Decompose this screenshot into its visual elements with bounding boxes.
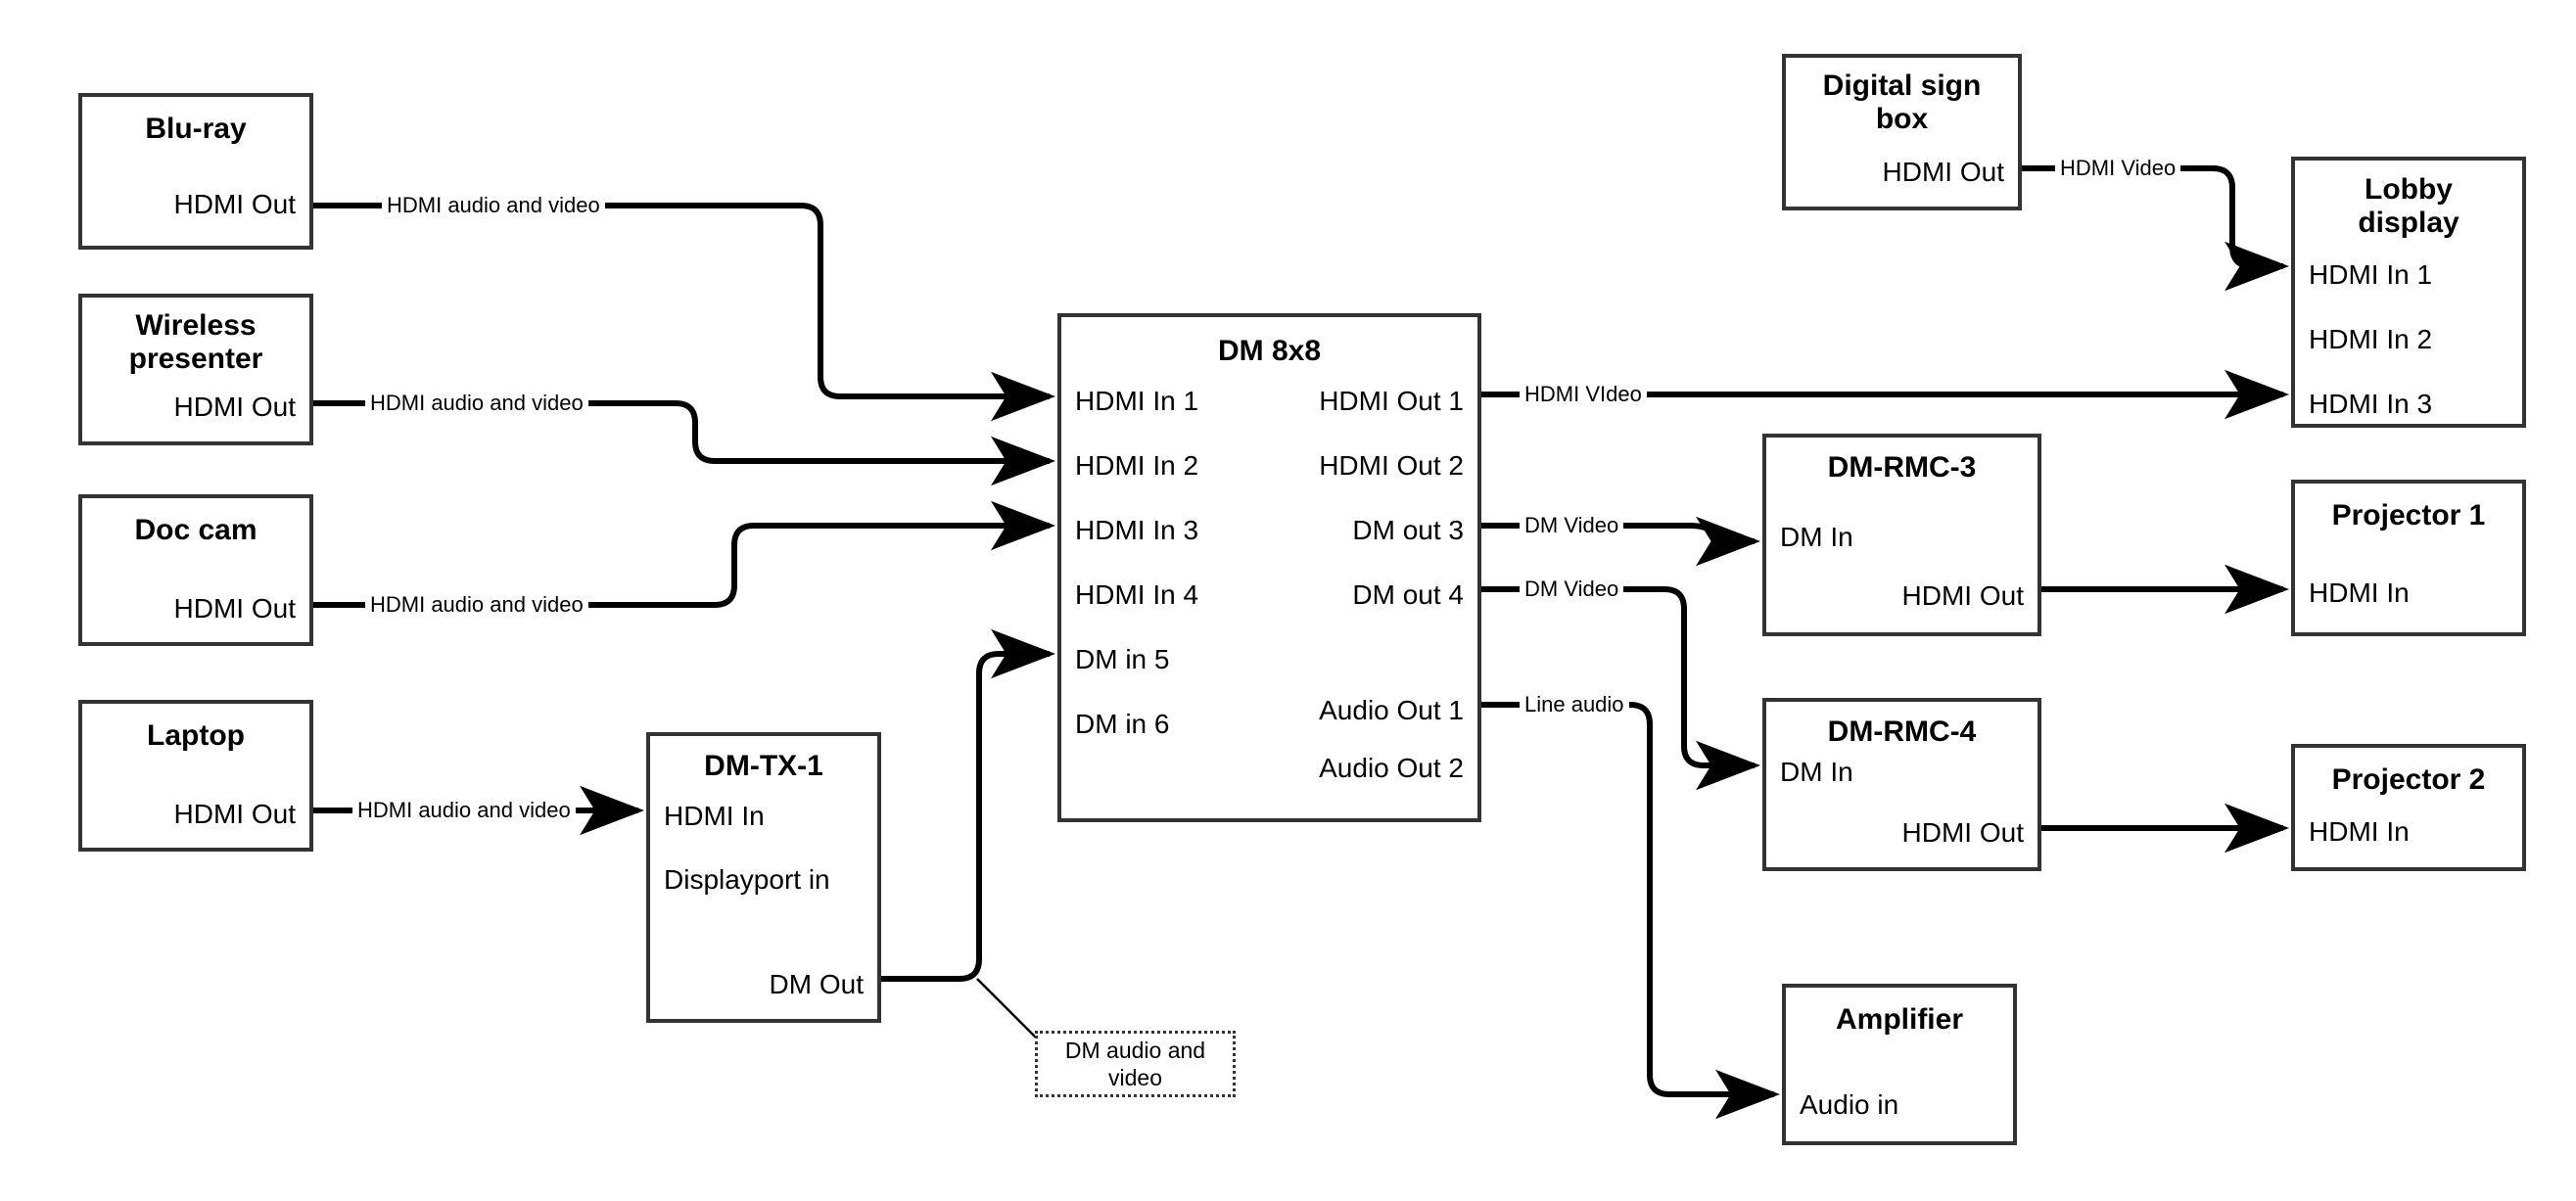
port-lobby-hdmi-in-1[interactable]: HDMI In 1: [2309, 259, 2433, 290]
node-lobby-display[interactable]: Lobby display HDMI In 1 HDMI In 2 HDMI I…: [2291, 157, 2526, 428]
wire-label-doccam: HDMI audio and video: [365, 594, 588, 616]
wire-bluray-to-hdmi-in-1: [313, 203, 1055, 422]
port-dm8x8-hdmi-in-2[interactable]: HDMI In 2: [1075, 450, 1199, 481]
node-doc-cam[interactable]: Doc cam HDMI Out: [78, 494, 313, 646]
note-dm-audio-and-video: DM audio and video: [1035, 1031, 1236, 1097]
wire-label-hdmi-out-1: HDMI VIdeo: [1520, 384, 1647, 405]
node-title-dm-rmc-3: DM-RMC-3: [1827, 451, 1977, 484]
node-projector-1[interactable]: Projector 1 HDMI In: [2291, 480, 2526, 636]
wire-digitalsign-to-lobby-hdmi-in-1: [2022, 165, 2289, 292]
node-projector-2[interactable]: Projector 2 HDMI In: [2291, 744, 2526, 871]
node-title-doc-cam: Doc cam: [134, 514, 258, 546]
port-dm8x8-audio-out-2[interactable]: Audio Out 2: [1319, 753, 1464, 783]
port-dmtx1-displayport-in[interactable]: Displayport in: [664, 864, 830, 895]
port-rmc4-hdmi-out[interactable]: HDMI Out: [1901, 817, 2024, 848]
port-projector-1-hdmi-in[interactable]: HDMI In: [2309, 577, 2410, 608]
wire-dm-out-4-to-rmc4: [1481, 586, 1760, 791]
wire-label-dm-out-4: DM Video: [1520, 578, 1624, 600]
node-title-dm-rmc-4: DM-RMC-4: [1827, 716, 1977, 748]
port-wireless-hdmi-out[interactable]: HDMI Out: [173, 392, 296, 422]
node-title-dm-8x8: DM 8x8: [1217, 335, 1322, 367]
wire-label-digitalsign: HDMI Video: [2055, 158, 2181, 179]
port-dm8x8-dm-in-5[interactable]: DM in 5: [1075, 644, 1170, 674]
port-digitalsign-hdmi-out[interactable]: HDMI Out: [1882, 157, 2004, 187]
port-dm8x8-audio-out-1[interactable]: Audio Out 1: [1319, 695, 1464, 725]
port-dm8x8-dm-in-6[interactable]: DM in 6: [1075, 709, 1170, 739]
node-title-digital-sign-box: Digital sign box: [1822, 69, 1982, 135]
node-dm-tx-1[interactable]: DM-TX-1 HDMI In Displayport in DM Out: [646, 732, 881, 1023]
port-dmtx1-dm-out[interactable]: DM Out: [769, 969, 864, 999]
wire-label-laptop: HDMI audio and video: [352, 800, 576, 821]
port-dm8x8-hdmi-in-1[interactable]: HDMI In 1: [1075, 386, 1199, 416]
node-dm-8x8[interactable]: DM 8x8 HDMI In 1 HDMI In 2 HDMI In 3 HDM…: [1057, 313, 1481, 822]
port-dm8x8-dm-out-4[interactable]: DM out 4: [1352, 579, 1464, 610]
port-dm8x8-hdmi-out-2[interactable]: HDMI Out 2: [1319, 450, 1464, 481]
port-dm8x8-dm-out-3[interactable]: DM out 3: [1352, 515, 1464, 545]
node-title-laptop: Laptop: [147, 719, 245, 752]
node-bluray[interactable]: Blu-ray HDMI Out: [78, 93, 313, 250]
node-title-projector-1: Projector 1: [2331, 499, 2486, 531]
port-lobby-hdmi-in-2[interactable]: HDMI In 2: [2309, 324, 2433, 354]
wire-dmtx1-to-dm-in-5: [881, 628, 1055, 982]
wire-label-dm-out-3: DM Video: [1520, 515, 1624, 536]
node-title-amplifier: Amplifier: [1835, 1003, 1964, 1036]
node-dm-rmc-3[interactable]: DM-RMC-3 DM In HDMI Out: [1762, 434, 2041, 636]
port-dm8x8-hdmi-in-4[interactable]: HDMI In 4: [1075, 579, 1199, 610]
port-dm8x8-hdmi-in-3[interactable]: HDMI In 3: [1075, 515, 1199, 545]
port-dmtx1-hdmi-in[interactable]: HDMI In: [664, 801, 765, 831]
node-title-lobby-display: Lobby display: [2358, 173, 2459, 239]
note-leader-line: [976, 978, 1039, 1040]
port-dm8x8-hdmi-out-1[interactable]: HDMI Out 1: [1319, 386, 1464, 416]
port-laptop-hdmi-out[interactable]: HDMI Out: [173, 799, 296, 829]
port-projector-2-hdmi-in[interactable]: HDMI In: [2309, 816, 2410, 847]
port-rmc4-dm-in[interactable]: DM In: [1780, 757, 1853, 787]
node-title-wireless-presenter: Wireless presenter: [128, 309, 263, 375]
node-title-bluray: Blu-ray: [145, 113, 247, 145]
port-lobby-hdmi-in-3[interactable]: HDMI In 3: [2309, 389, 2433, 419]
node-laptop[interactable]: Laptop HDMI Out: [78, 700, 313, 852]
wire-audio-out-1-to-amplifier: [1481, 702, 1780, 1120]
node-amplifier[interactable]: Amplifier Audio in: [1782, 984, 2017, 1145]
port-doccam-hdmi-out[interactable]: HDMI Out: [173, 593, 296, 624]
wire-label-audio-out-1: Line audio: [1520, 694, 1629, 716]
node-wireless-presenter[interactable]: Wireless presenter HDMI Out: [78, 294, 313, 445]
node-title-projector-2: Projector 2: [2331, 763, 2486, 796]
node-title-dm-tx-1: DM-TX-1: [704, 750, 823, 782]
node-dm-rmc-4[interactable]: DM-RMC-4 DM In HDMI Out: [1762, 698, 2041, 871]
port-bluray-hdmi-out[interactable]: HDMI Out: [173, 189, 296, 219]
wire-label-bluray: HDMI audio and video: [382, 195, 605, 216]
port-amplifier-audio-in[interactable]: Audio in: [1800, 1089, 1899, 1120]
node-digital-sign-box[interactable]: Digital sign box HDMI Out: [1782, 54, 2022, 210]
port-rmc3-dm-in[interactable]: DM In: [1780, 522, 1853, 552]
port-rmc3-hdmi-out[interactable]: HDMI Out: [1901, 580, 2024, 611]
wire-label-wireless: HDMI audio and video: [365, 393, 588, 414]
